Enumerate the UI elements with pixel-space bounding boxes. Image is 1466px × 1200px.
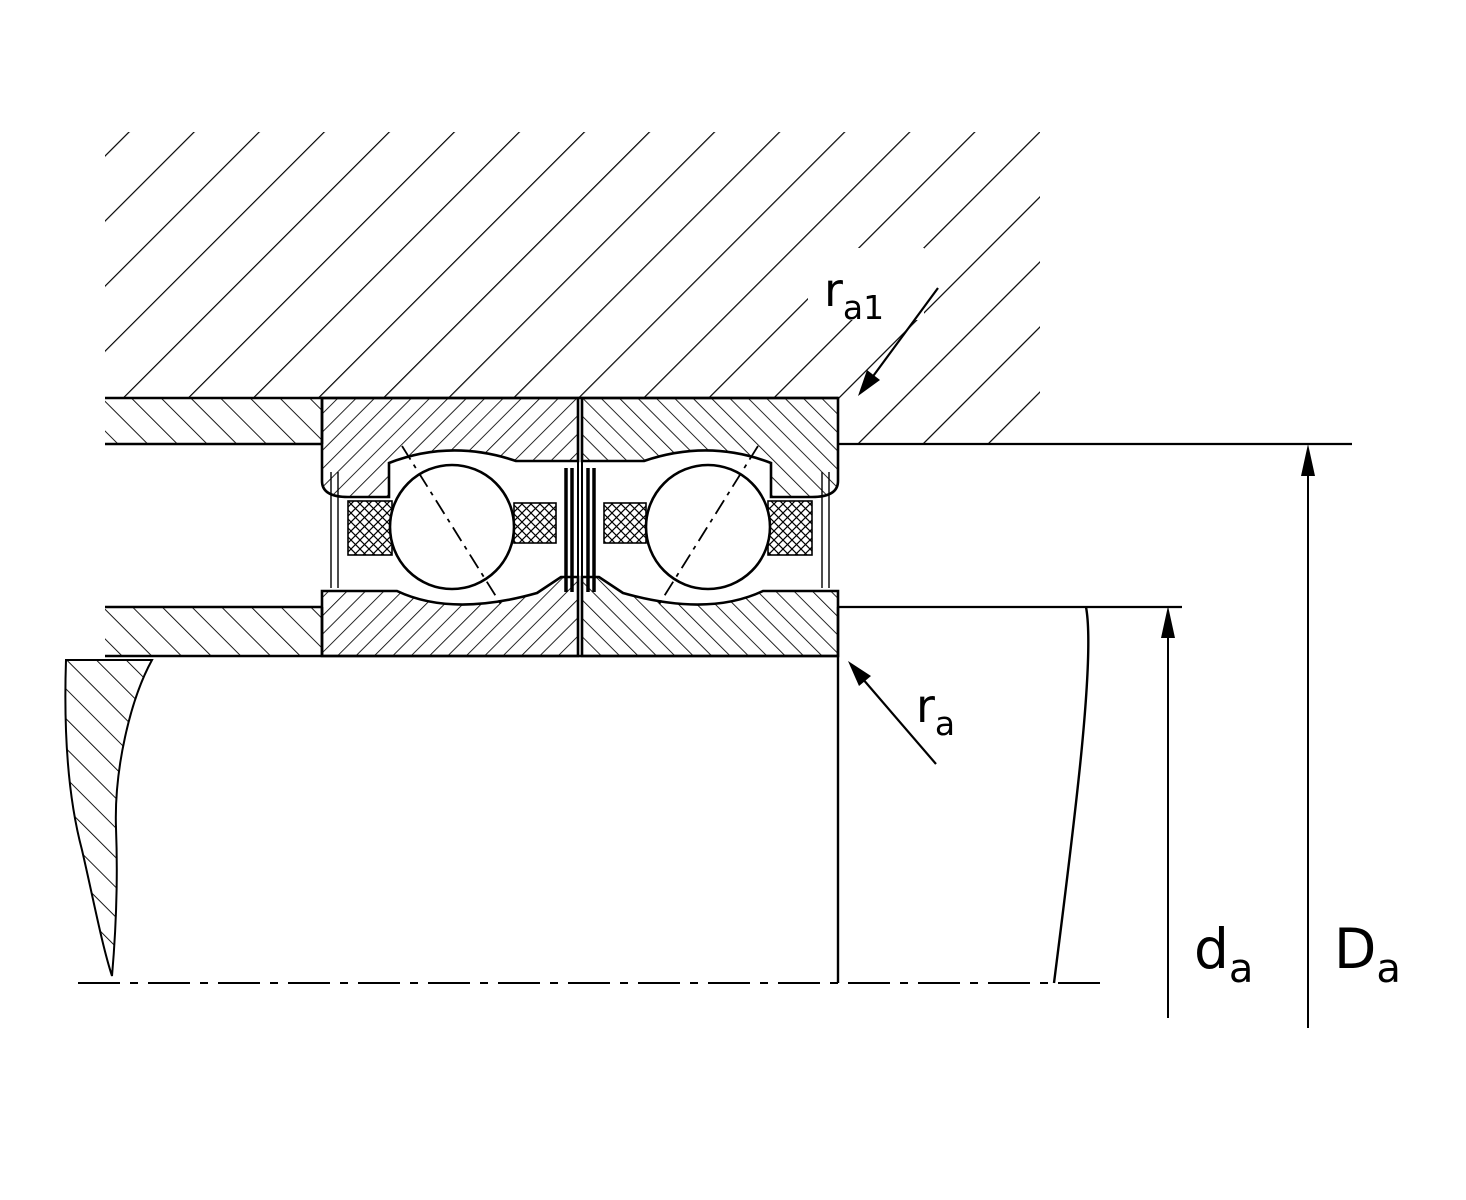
dimension-da: da [1161,606,1253,1018]
right-cage-segment-outer [767,500,813,556]
shaft-section [64,605,1182,984]
housing-shoulder-strip [105,398,322,444]
right-cage-segment-inner [603,502,647,544]
left-inner-ring [320,575,580,658]
leader-ra1: ra1 [808,248,939,396]
shaft-shoulder-strip [105,607,322,656]
ra1-leader-line [870,287,939,380]
shaft-break-blob [64,659,154,977]
ra1-label-background [808,248,924,320]
ra1-label: ra1 [824,263,884,327]
right-ring-face-lands [821,472,830,588]
left-cage-segment-outer [347,500,393,556]
ra-label: ra [916,679,955,743]
bearing-pair [320,396,840,658]
bearing-joint [564,398,596,656]
abutment-right-contour [1052,606,1090,984]
right-outer-ring [580,396,840,499]
joint-spacer-bars [564,468,596,592]
right-ball [644,463,772,591]
ra-leader-line [861,677,937,765]
Da-label: Da [1334,917,1401,992]
housing-hatched-body [105,132,1040,444]
da-arrowhead [1161,606,1175,638]
da-label: da [1194,917,1253,992]
leader-ra: ra [848,661,955,765]
left-ball [388,463,516,591]
ra1-arrowhead [858,370,880,396]
ra-arrowhead [848,661,871,686]
bearing-right-unit [580,396,840,658]
left-outer-ring [320,396,580,499]
unit-face-lines [577,398,583,656]
dimension-Da: Da [1301,444,1401,1028]
right-inner-ring [580,575,840,658]
left-ring-face-lands [330,472,339,588]
Da-arrowhead [1301,444,1315,476]
left-cage-segment-inner [513,502,557,544]
bearing-left-unit [320,396,580,658]
